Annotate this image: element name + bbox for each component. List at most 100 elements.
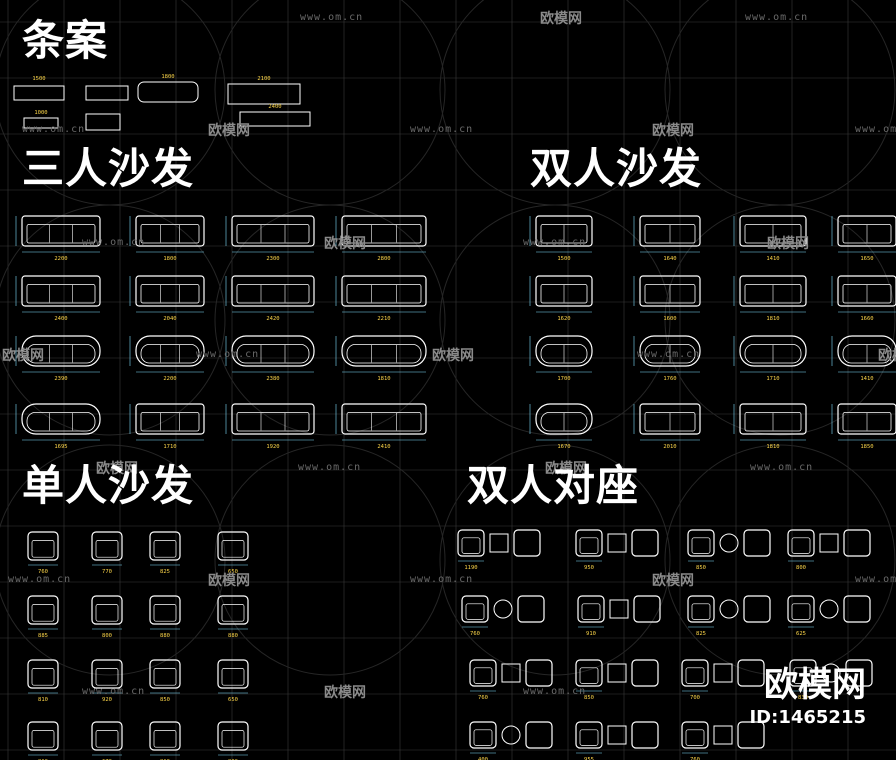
chair-outline <box>525 721 553 749</box>
chair-seat <box>153 668 177 686</box>
dimension-label: 800 <box>102 633 112 639</box>
sofa-seat <box>140 343 200 364</box>
section-title-three-seat-sofa: 三人沙发 <box>22 144 195 193</box>
sofa-seat <box>236 343 310 364</box>
sofa-seat <box>540 343 588 364</box>
sofa-seat <box>644 223 696 244</box>
table-outline <box>493 599 513 619</box>
watermark-logo: 欧模网 <box>2 348 44 364</box>
chair-outline <box>787 529 815 557</box>
dimension-label: 760 <box>470 631 480 637</box>
chair-seat <box>791 537 811 554</box>
dimension-label: 650 <box>228 569 238 575</box>
chair-seat <box>579 537 599 554</box>
table-outline <box>607 533 627 553</box>
console-table <box>239 111 311 127</box>
watermark-url: www.om.cn <box>523 237 587 248</box>
dimension-label: 950 <box>584 565 594 571</box>
sofa-seat <box>236 223 310 244</box>
dimension-label: 760 <box>690 757 700 760</box>
watermark-logo: 欧模网 <box>208 123 250 139</box>
chair-seat <box>95 540 119 558</box>
dimension-label: 760 <box>38 569 48 575</box>
chair-outline <box>217 531 249 561</box>
sofa-outline <box>341 335 427 367</box>
table-outline <box>821 663 841 683</box>
sofa-outline <box>639 335 701 367</box>
sofa-seat <box>236 411 310 432</box>
sofa-outline <box>535 215 593 247</box>
dimension-label: 850 <box>584 695 594 701</box>
chair-seat <box>31 540 55 558</box>
chair-outline <box>517 595 545 623</box>
chair-outline <box>737 721 765 749</box>
watermark-circle <box>439 444 671 676</box>
sofa-seat <box>346 343 422 364</box>
sofa-outline <box>135 403 205 435</box>
watermark-logo: 欧模网 <box>652 123 694 139</box>
dimension-label: 880 <box>228 633 238 639</box>
chair-outline <box>149 659 181 689</box>
chair-outline <box>27 595 59 625</box>
sofa-seat <box>346 411 422 432</box>
console-table <box>13 85 65 101</box>
watermark-url: www.om.cn <box>410 574 474 585</box>
sofa-seat <box>236 283 310 304</box>
dimension-label: 850 <box>160 697 170 703</box>
dimension-label: 1700 <box>557 376 570 382</box>
watermark-logo: 欧模网 <box>432 348 474 364</box>
chair-seat <box>685 667 705 684</box>
watermark-logo: 欧模网 <box>208 573 250 589</box>
chair-outline <box>27 659 59 689</box>
table-outline <box>607 663 627 683</box>
watermark-url: www.om.cn <box>82 686 146 697</box>
chair-outline <box>91 531 123 561</box>
sofa-outline <box>739 275 807 307</box>
dimension-label: 830 <box>798 695 808 701</box>
chair-outline <box>149 595 181 625</box>
watermark-logo: 欧模网 <box>324 685 366 701</box>
chair-seat <box>461 537 481 554</box>
dimension-label: 2400 <box>54 316 67 322</box>
sofa-seat <box>644 411 696 432</box>
chair-outline <box>27 721 59 751</box>
dimension-label: 2200 <box>163 376 176 382</box>
dimension-label: 1410 <box>860 376 873 382</box>
sofa-outline <box>21 403 101 435</box>
table-outline <box>607 725 627 745</box>
sofa-outline <box>837 215 896 247</box>
chair-outline <box>149 721 181 751</box>
dimension-label: 2300 <box>266 256 279 262</box>
dimension-label: 1850 <box>860 444 873 450</box>
sofa-seat <box>140 223 200 244</box>
dimension-label: 2200 <box>54 256 67 262</box>
chair-seat <box>473 729 493 746</box>
dimension-label: 700 <box>690 695 700 701</box>
sofa-seat <box>540 411 588 432</box>
table-outline <box>609 599 629 619</box>
chair-outline <box>631 721 659 749</box>
chair-outline <box>469 659 497 687</box>
sofa-seat <box>744 223 802 244</box>
chair-seat <box>95 668 119 686</box>
sofa-outline <box>341 403 427 435</box>
sofa-seat <box>644 343 696 364</box>
sofa-outline <box>135 215 205 247</box>
section-title-single-sofa: 单人沙发 <box>22 461 195 510</box>
sofa-outline <box>739 335 807 367</box>
sofa-seat <box>842 411 892 432</box>
watermark-circle <box>214 0 446 206</box>
table-outline <box>713 663 733 683</box>
chair-seat <box>153 540 177 558</box>
sofa-outline <box>639 215 701 247</box>
dimension-label: 1660 <box>860 316 873 322</box>
chair-seat <box>221 540 245 558</box>
sofa-outline <box>837 275 896 307</box>
chair-outline <box>575 659 603 687</box>
chair-seat <box>691 603 711 620</box>
watermark-circle <box>214 204 446 436</box>
dimension-label: 625 <box>796 631 806 637</box>
dimension-label: 2380 <box>266 376 279 382</box>
dimension-label: 1410 <box>766 256 779 262</box>
